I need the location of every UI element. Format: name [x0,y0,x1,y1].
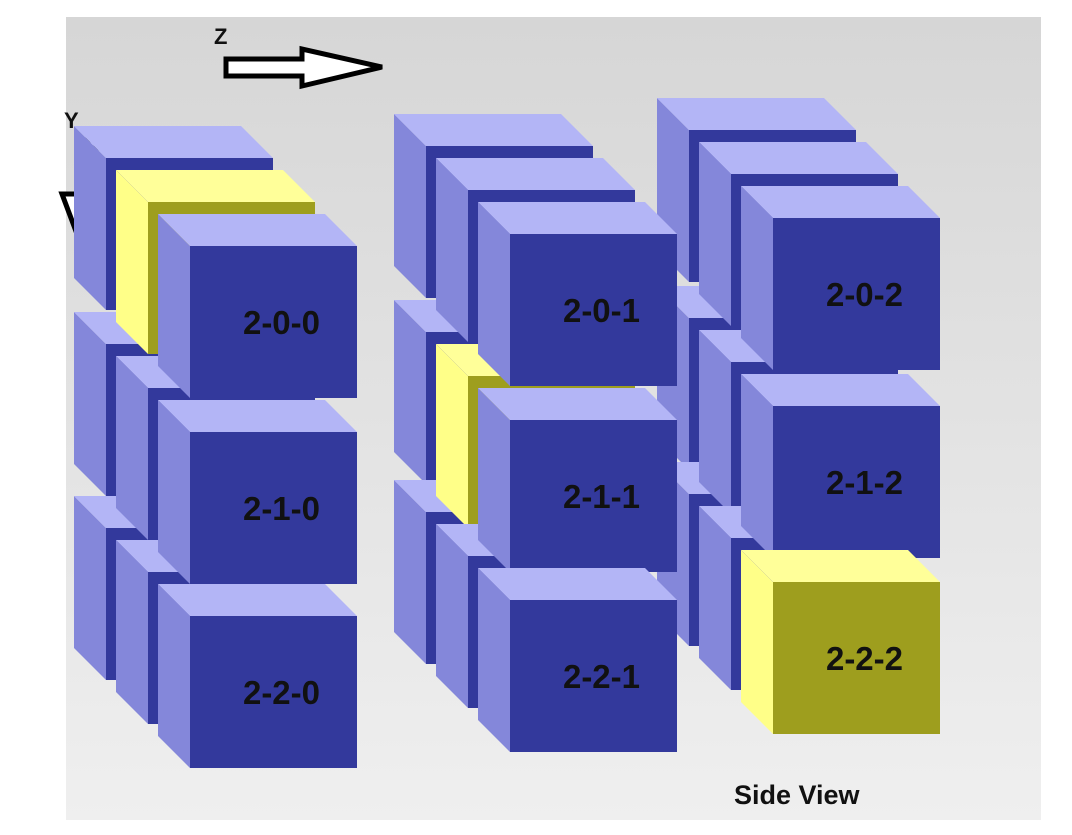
cube-top-face [478,568,677,600]
cube-2-2-0: 2-2-0 [158,584,357,768]
cube-side-face [699,142,731,326]
cube-top-face [158,400,357,432]
cube-side-face [74,496,106,680]
cube-top-face [394,114,593,146]
cube-side-face [741,374,773,558]
cube-2-1-0: 2-1-0 [158,400,357,584]
cube-2-0-1: 2-0-1 [478,202,677,386]
cube-side-face [436,344,468,528]
cube-side-face [741,186,773,370]
cube-label: 2-2-1 [563,658,640,695]
cube-top-face [116,170,315,202]
cube-front-face [510,234,677,386]
cube-label: 2-2-0 [243,674,320,711]
cube-front-face [773,406,940,558]
cube-top-face [478,388,677,420]
cube-side-face [436,158,468,342]
cube-top-face [657,98,856,130]
z-axis-arrow [223,45,383,90]
cube-2-2-2: 2-2-2 [741,550,940,734]
cube-front-face [190,246,357,398]
cube-side-face [74,126,106,310]
cube-side-face [436,524,468,708]
cube-2-1-2: 2-1-2 [741,374,940,558]
cube-side-face [478,388,510,572]
cube-front-face [190,616,357,768]
cube-2-2-1: 2-2-1 [478,568,677,752]
cube-label: 2-1-1 [563,478,640,515]
cube-front-face [510,600,677,752]
cube-label: 2-0-2 [826,276,903,313]
cube-top-face [699,142,898,174]
cube-2-0-0: 2-0-0 [158,214,357,398]
cube-side-face [478,568,510,752]
cube-side-face [478,202,510,386]
cube-label: 2-2-2 [826,640,903,677]
cube-side-face [158,400,190,584]
cube-side-face [116,170,148,354]
cube-side-face [394,480,426,664]
cube-top-face [436,158,635,190]
cube-front-face [190,432,357,584]
cube-label: 2-0-0 [243,304,320,341]
cube-side-face [116,540,148,724]
cube-side-face [699,506,731,690]
z-axis-label: Z [214,24,227,49]
cube-top-face [741,374,940,406]
cube-top-face [158,584,357,616]
cube-front-face [773,218,940,370]
cube-2-1-1: 2-1-1 [478,388,677,572]
cube-side-face [394,114,426,298]
cube-side-face [699,330,731,514]
cube-front-face [510,420,677,572]
cube-top-face [158,214,357,246]
cube-label: 2-1-0 [243,490,320,527]
cube-front-face [773,582,940,734]
cube-side-face [394,300,426,484]
view-label: Side View [734,780,861,810]
cube-label: 2-1-2 [826,464,903,501]
cube-2-0-2: 2-0-2 [741,186,940,370]
cube-side-face [158,214,190,398]
cube-label: 2-0-1 [563,292,640,329]
cube-side-face [74,312,106,496]
cube-side-face [741,550,773,734]
cube-top-face [741,550,940,582]
cube-side-face [158,584,190,768]
cube-top-face [74,126,273,158]
cube-top-face [741,186,940,218]
cube-side-face [116,356,148,540]
cube-top-face [478,202,677,234]
cube-grid: 2-0-0 2-1-0 2-2-0 2-0-1 2-1-1 2-2-1 2-0-2 2-1-2… [74,98,940,768]
